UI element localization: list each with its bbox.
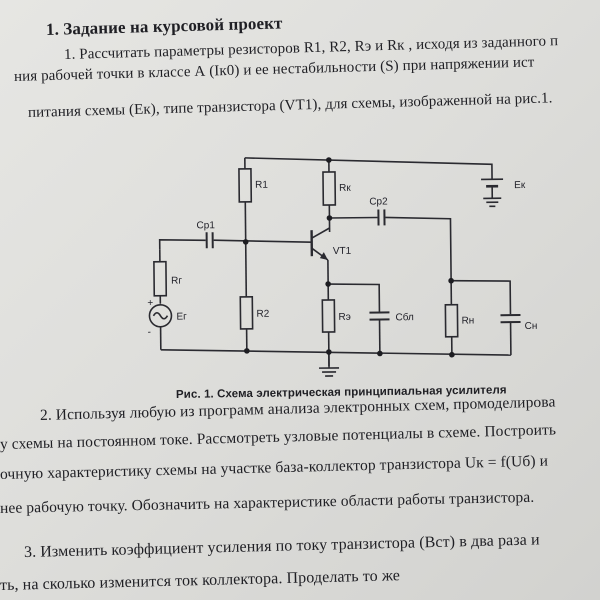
- capacitor-cn: [500, 314, 521, 324]
- bottom-rail-wire: [160, 348, 511, 356]
- label-cp2: Cp2: [369, 196, 388, 207]
- label-eg: Eг: [176, 311, 187, 322]
- resistor-rk: [322, 171, 337, 206]
- label-plus: +: [147, 298, 153, 309]
- label-rk: Rк: [339, 183, 351, 194]
- resistor-rg: [153, 260, 168, 297]
- label-ek: Eк: [514, 180, 526, 191]
- resistor-re: [321, 299, 336, 333]
- top-rail-wire: [244, 157, 493, 180]
- label-rg: Rг: [171, 276, 182, 287]
- battery-ek: [481, 178, 504, 208]
- transistor-vt1: [310, 227, 330, 261]
- resistor-rn: [444, 303, 459, 338]
- label-cp1: Cp1: [196, 220, 215, 231]
- capacitor-cp1: [205, 232, 214, 249]
- label-vt1: VT1: [333, 246, 352, 257]
- resistor-r2: [239, 296, 254, 330]
- label-r1: R1: [255, 180, 268, 191]
- label-minus: -: [148, 327, 151, 338]
- label-re: Rэ: [338, 312, 350, 323]
- capacitor-cbl: [369, 311, 390, 321]
- label-r2: R2: [256, 309, 269, 320]
- capacitor-cp2: [377, 209, 386, 226]
- label-cn: Cн: [525, 321, 538, 332]
- ground-symbol: [319, 352, 340, 377]
- resistor-r1: [238, 168, 253, 203]
- label-rn: Rн: [461, 315, 474, 326]
- label-cbl: Cбл: [395, 311, 414, 323]
